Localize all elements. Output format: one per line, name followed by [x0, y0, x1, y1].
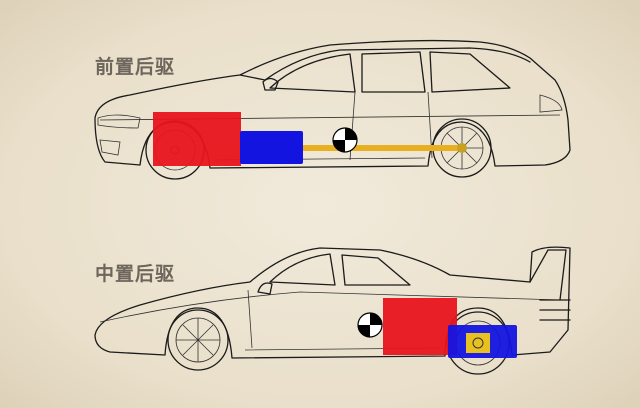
supercar-outline — [94, 246, 571, 359]
front-engine-block — [153, 112, 241, 166]
center-of-gravity-icon — [332, 127, 358, 153]
driveshaft — [303, 145, 463, 151]
supercar-front-wheel — [167, 309, 229, 371]
gearbox-block — [240, 131, 303, 164]
rear-differential — [457, 143, 467, 153]
mid-engine-rwd-label: 中置后驱 — [95, 263, 176, 285]
rear-hub — [472, 337, 484, 349]
mid-engine-block — [383, 298, 457, 355]
front-engine-rwd-label: 前置后驱 — [95, 56, 176, 78]
center-of-gravity-icon — [357, 312, 383, 338]
differential-block — [466, 333, 490, 353]
